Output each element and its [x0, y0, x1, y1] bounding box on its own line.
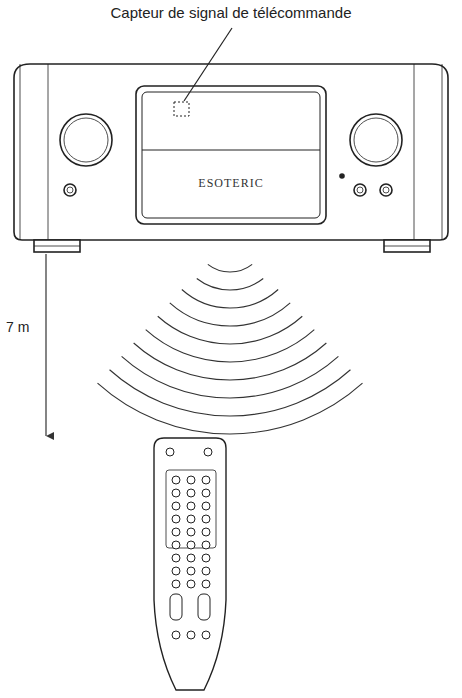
remote-button	[172, 567, 180, 575]
remote-button	[187, 502, 195, 510]
remote-button	[187, 580, 195, 588]
remote-button	[166, 448, 174, 456]
remote-button	[172, 502, 180, 510]
remote-control	[154, 438, 226, 690]
remote-button	[172, 476, 180, 484]
remote-button	[187, 554, 195, 562]
signal-waves	[98, 264, 363, 434]
remote-button	[202, 580, 210, 588]
remote-button	[172, 489, 180, 497]
remote-button	[187, 567, 195, 575]
remote-button	[172, 554, 180, 562]
remote-button	[204, 448, 212, 456]
remote-button	[187, 489, 195, 497]
wave-arc	[197, 279, 263, 290]
remote-button	[172, 541, 180, 549]
remote-button	[202, 554, 210, 562]
wave-arc	[98, 383, 363, 434]
sensor-label: Capteur de signal de télécommande	[111, 4, 352, 21]
remote-button	[172, 631, 180, 639]
sensor-marker	[174, 102, 189, 116]
wave-arc	[146, 330, 315, 362]
wave-arc	[182, 290, 278, 308]
wave-arc	[110, 370, 351, 416]
remote-button	[202, 631, 210, 639]
remote-buttons	[166, 448, 212, 639]
remote-button	[172, 580, 180, 588]
distance-label: 7 m	[6, 319, 29, 335]
wave-arc	[170, 303, 290, 326]
distance-arrow	[45, 254, 46, 436]
wave-arc	[208, 264, 252, 272]
remote-button	[202, 541, 210, 549]
device-body	[14, 64, 448, 252]
remote-button	[202, 528, 210, 536]
remote-button	[202, 515, 210, 523]
remote-button	[172, 528, 180, 536]
remote-button	[202, 476, 210, 484]
remote-button	[202, 489, 210, 497]
remote-button	[187, 528, 195, 536]
remote-button	[187, 476, 195, 484]
remote-button	[202, 502, 210, 510]
remote-button	[187, 631, 195, 639]
wave-arc	[134, 343, 327, 380]
remote-button	[187, 541, 195, 549]
wave-arc	[158, 316, 303, 344]
remote-button	[172, 515, 180, 523]
remote-button	[187, 515, 195, 523]
leader-line	[184, 28, 232, 101]
remote-button	[202, 567, 210, 575]
wave-arc	[122, 356, 339, 398]
brand-logo: ESOTERIC	[198, 176, 263, 191]
